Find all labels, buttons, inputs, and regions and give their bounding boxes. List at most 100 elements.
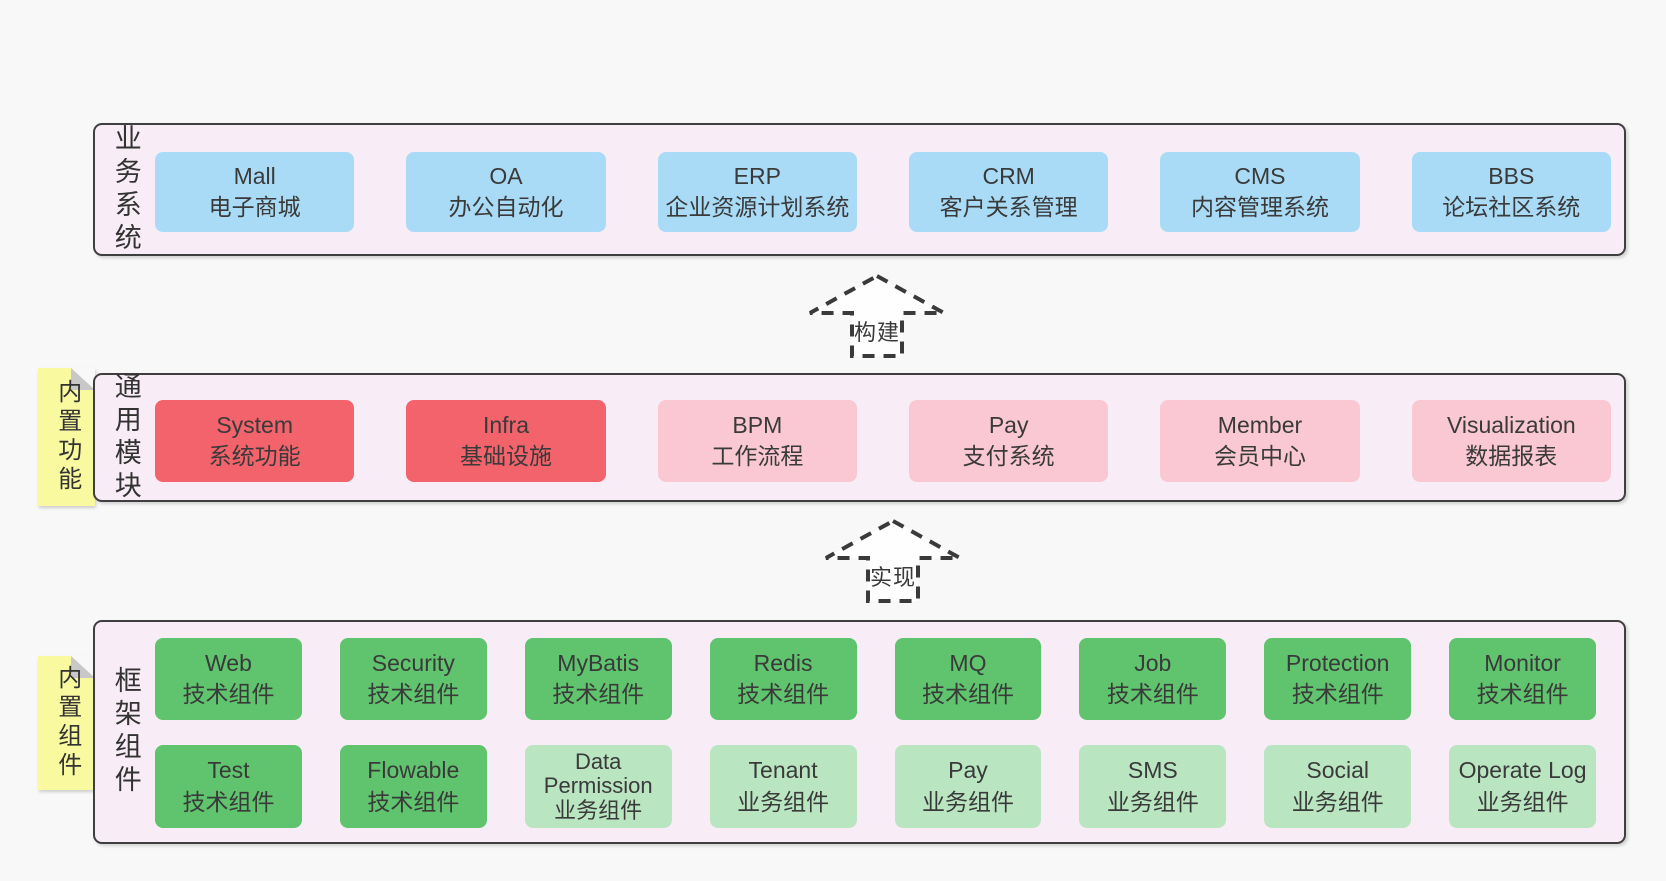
box-subtitle: 业务组件: [921, 788, 1014, 815]
box-title: CRM: [982, 162, 1035, 189]
component-box: Infra 基础设施: [406, 400, 606, 482]
box-title: Security: [371, 649, 455, 676]
band-label-common-modules: 通用模块: [110, 371, 141, 504]
band-business-systems: 业务系统 Mall 电子商城 OA 办公自动化 ERP 企业资源计划系统 CRM…: [93, 123, 1626, 256]
build-arrow: 构建: [807, 273, 947, 359]
box-title: OA: [489, 162, 523, 189]
component-box: Operate Log 业务组件: [1449, 745, 1596, 828]
box-title: SMS: [1127, 757, 1178, 784]
component-box: Pay 支付系统: [908, 400, 1109, 482]
implement-arrow: 实现: [823, 518, 963, 604]
box-subtitle: 业务组件: [737, 788, 830, 815]
box-subtitle: 基础设施: [459, 443, 552, 469]
up-arrow-icon: [809, 273, 945, 358]
box-subtitle: 客户关系管理: [939, 194, 1078, 220]
box-subtitle: 技术组件: [737, 681, 830, 707]
component-box: Flowable 技术组件: [339, 745, 487, 828]
common-modules-row: System 系统功能 Infra 基础设施 BPM 工作流程 Pay 支付系统…: [155, 400, 1611, 482]
box-subtitle: 技术组件: [1291, 681, 1384, 707]
box-subtitle: 技术组件: [367, 788, 460, 815]
arrow-label-implement: 实现: [869, 565, 916, 590]
component-box: Social 业务组件: [1264, 745, 1412, 828]
box-title: Visualization: [1446, 411, 1576, 438]
box-title: Monitor: [1484, 649, 1561, 676]
box-subtitle: 技术组件: [1106, 681, 1199, 707]
component-box: Job 技术组件: [1079, 638, 1227, 720]
arrow-label-build: 构建: [853, 320, 900, 345]
folded-corner-icon: [71, 368, 95, 390]
note-text: 内置组件: [53, 665, 81, 781]
box-title: Flowable: [367, 757, 460, 784]
sticky-note-built-in-features: 内置功能: [38, 368, 95, 506]
component-box: Security 技术组件: [339, 638, 487, 720]
box-subtitle: 业务组件: [1106, 788, 1199, 815]
component-box: System 系统功能: [155, 400, 355, 482]
box-subtitle: 企业资源计划系统: [665, 194, 850, 220]
box-subtitle: 技术组件: [182, 681, 275, 707]
box-subtitle: 工作流程: [711, 443, 804, 469]
band-framework-components: 框架组件 Web 技术组件 Security 技术组件 MyBatis 技术组件…: [93, 620, 1626, 844]
box-subtitle: 技术组件: [367, 681, 460, 707]
component-box: BPM 工作流程: [657, 400, 857, 482]
component-box: Redis 技术组件: [709, 638, 857, 720]
component-box: CMS 内容管理系统: [1160, 152, 1360, 232]
box-subtitle: 业务组件: [1476, 788, 1569, 815]
component-box: BBS 论坛社区系统: [1411, 152, 1611, 232]
component-box: Web 技术组件: [155, 638, 302, 720]
box-subtitle: 技术组件: [182, 788, 275, 815]
component-box: Member 会员中心: [1160, 400, 1360, 482]
sticky-note-built-in-components: 内置组件: [38, 656, 95, 790]
box-subtitle: 技术组件: [921, 681, 1014, 707]
component-box: Test 技术组件: [155, 745, 302, 828]
component-box: CRM 客户关系管理: [908, 152, 1109, 232]
component-box: Protection 技术组件: [1264, 638, 1412, 720]
component-box: SMS 业务组件: [1079, 745, 1227, 828]
box-title: Tenant: [748, 757, 818, 784]
box-subtitle: 系统功能: [208, 443, 301, 469]
box-subtitle: 会员中心: [1213, 443, 1306, 469]
box-title: MQ: [949, 649, 987, 676]
component-box: Visualization 数据报表: [1411, 400, 1611, 482]
box-subtitle: 办公自动化: [448, 194, 564, 220]
box-subtitle: 数据报表: [1465, 443, 1558, 469]
note-text: 内置功能: [53, 379, 81, 495]
box-title: Pay: [988, 411, 1029, 438]
box-subtitle: 技术组件: [1476, 681, 1569, 707]
box-subtitle: 电子商城: [208, 194, 301, 220]
box-title: Protection: [1285, 649, 1390, 676]
folded-corner-icon: [71, 656, 95, 678]
box-subtitle: 支付系统: [962, 443, 1055, 469]
framework-components-row-1: Web 技术组件 Security 技术组件 MyBatis 技术组件 Redi…: [155, 638, 1596, 720]
up-arrow-icon: [825, 518, 961, 603]
box-title: Data Permission: [543, 748, 653, 799]
box-title: Infra: [482, 411, 529, 438]
box-title: Web: [204, 649, 252, 676]
box-title: Redis: [753, 649, 813, 676]
component-box: Pay 业务组件: [894, 745, 1042, 828]
box-title: Test: [207, 757, 250, 784]
component-box: MyBatis 技术组件: [524, 638, 672, 720]
component-box: Data Permission 业务组件: [524, 745, 672, 828]
box-subtitle: 内容管理系统: [1190, 194, 1329, 220]
box-title: Social: [1306, 757, 1370, 784]
component-box: Tenant 业务组件: [709, 745, 857, 828]
box-title: MyBatis: [557, 649, 640, 676]
box-title: BPM: [732, 411, 783, 438]
box-title: Operate Log: [1458, 757, 1587, 784]
framework-components-row-2: Test 技术组件 Flowable 技术组件 Data Permission …: [155, 745, 1596, 828]
band-label-framework-components: 框架组件: [110, 666, 141, 798]
box-title: CMS: [1234, 162, 1286, 189]
component-box: Mall 电子商城: [155, 152, 355, 232]
band-common-modules: 通用模块 System 系统功能 Infra 基础设施 BPM 工作流程 Pay…: [93, 371, 1626, 504]
box-title: BBS: [1488, 162, 1535, 189]
box-subtitle: 论坛社区系统: [1442, 194, 1581, 220]
box-title: ERP: [733, 162, 781, 189]
component-box: Monitor 技术组件: [1449, 638, 1596, 720]
box-title: Mall: [233, 162, 276, 189]
box-subtitle: 业务组件: [554, 797, 643, 823]
box-title: Member: [1217, 411, 1303, 438]
component-box: OA 办公自动化: [406, 152, 606, 232]
component-box: MQ 技术组件: [894, 638, 1042, 720]
component-box: ERP 企业资源计划系统: [657, 152, 857, 232]
